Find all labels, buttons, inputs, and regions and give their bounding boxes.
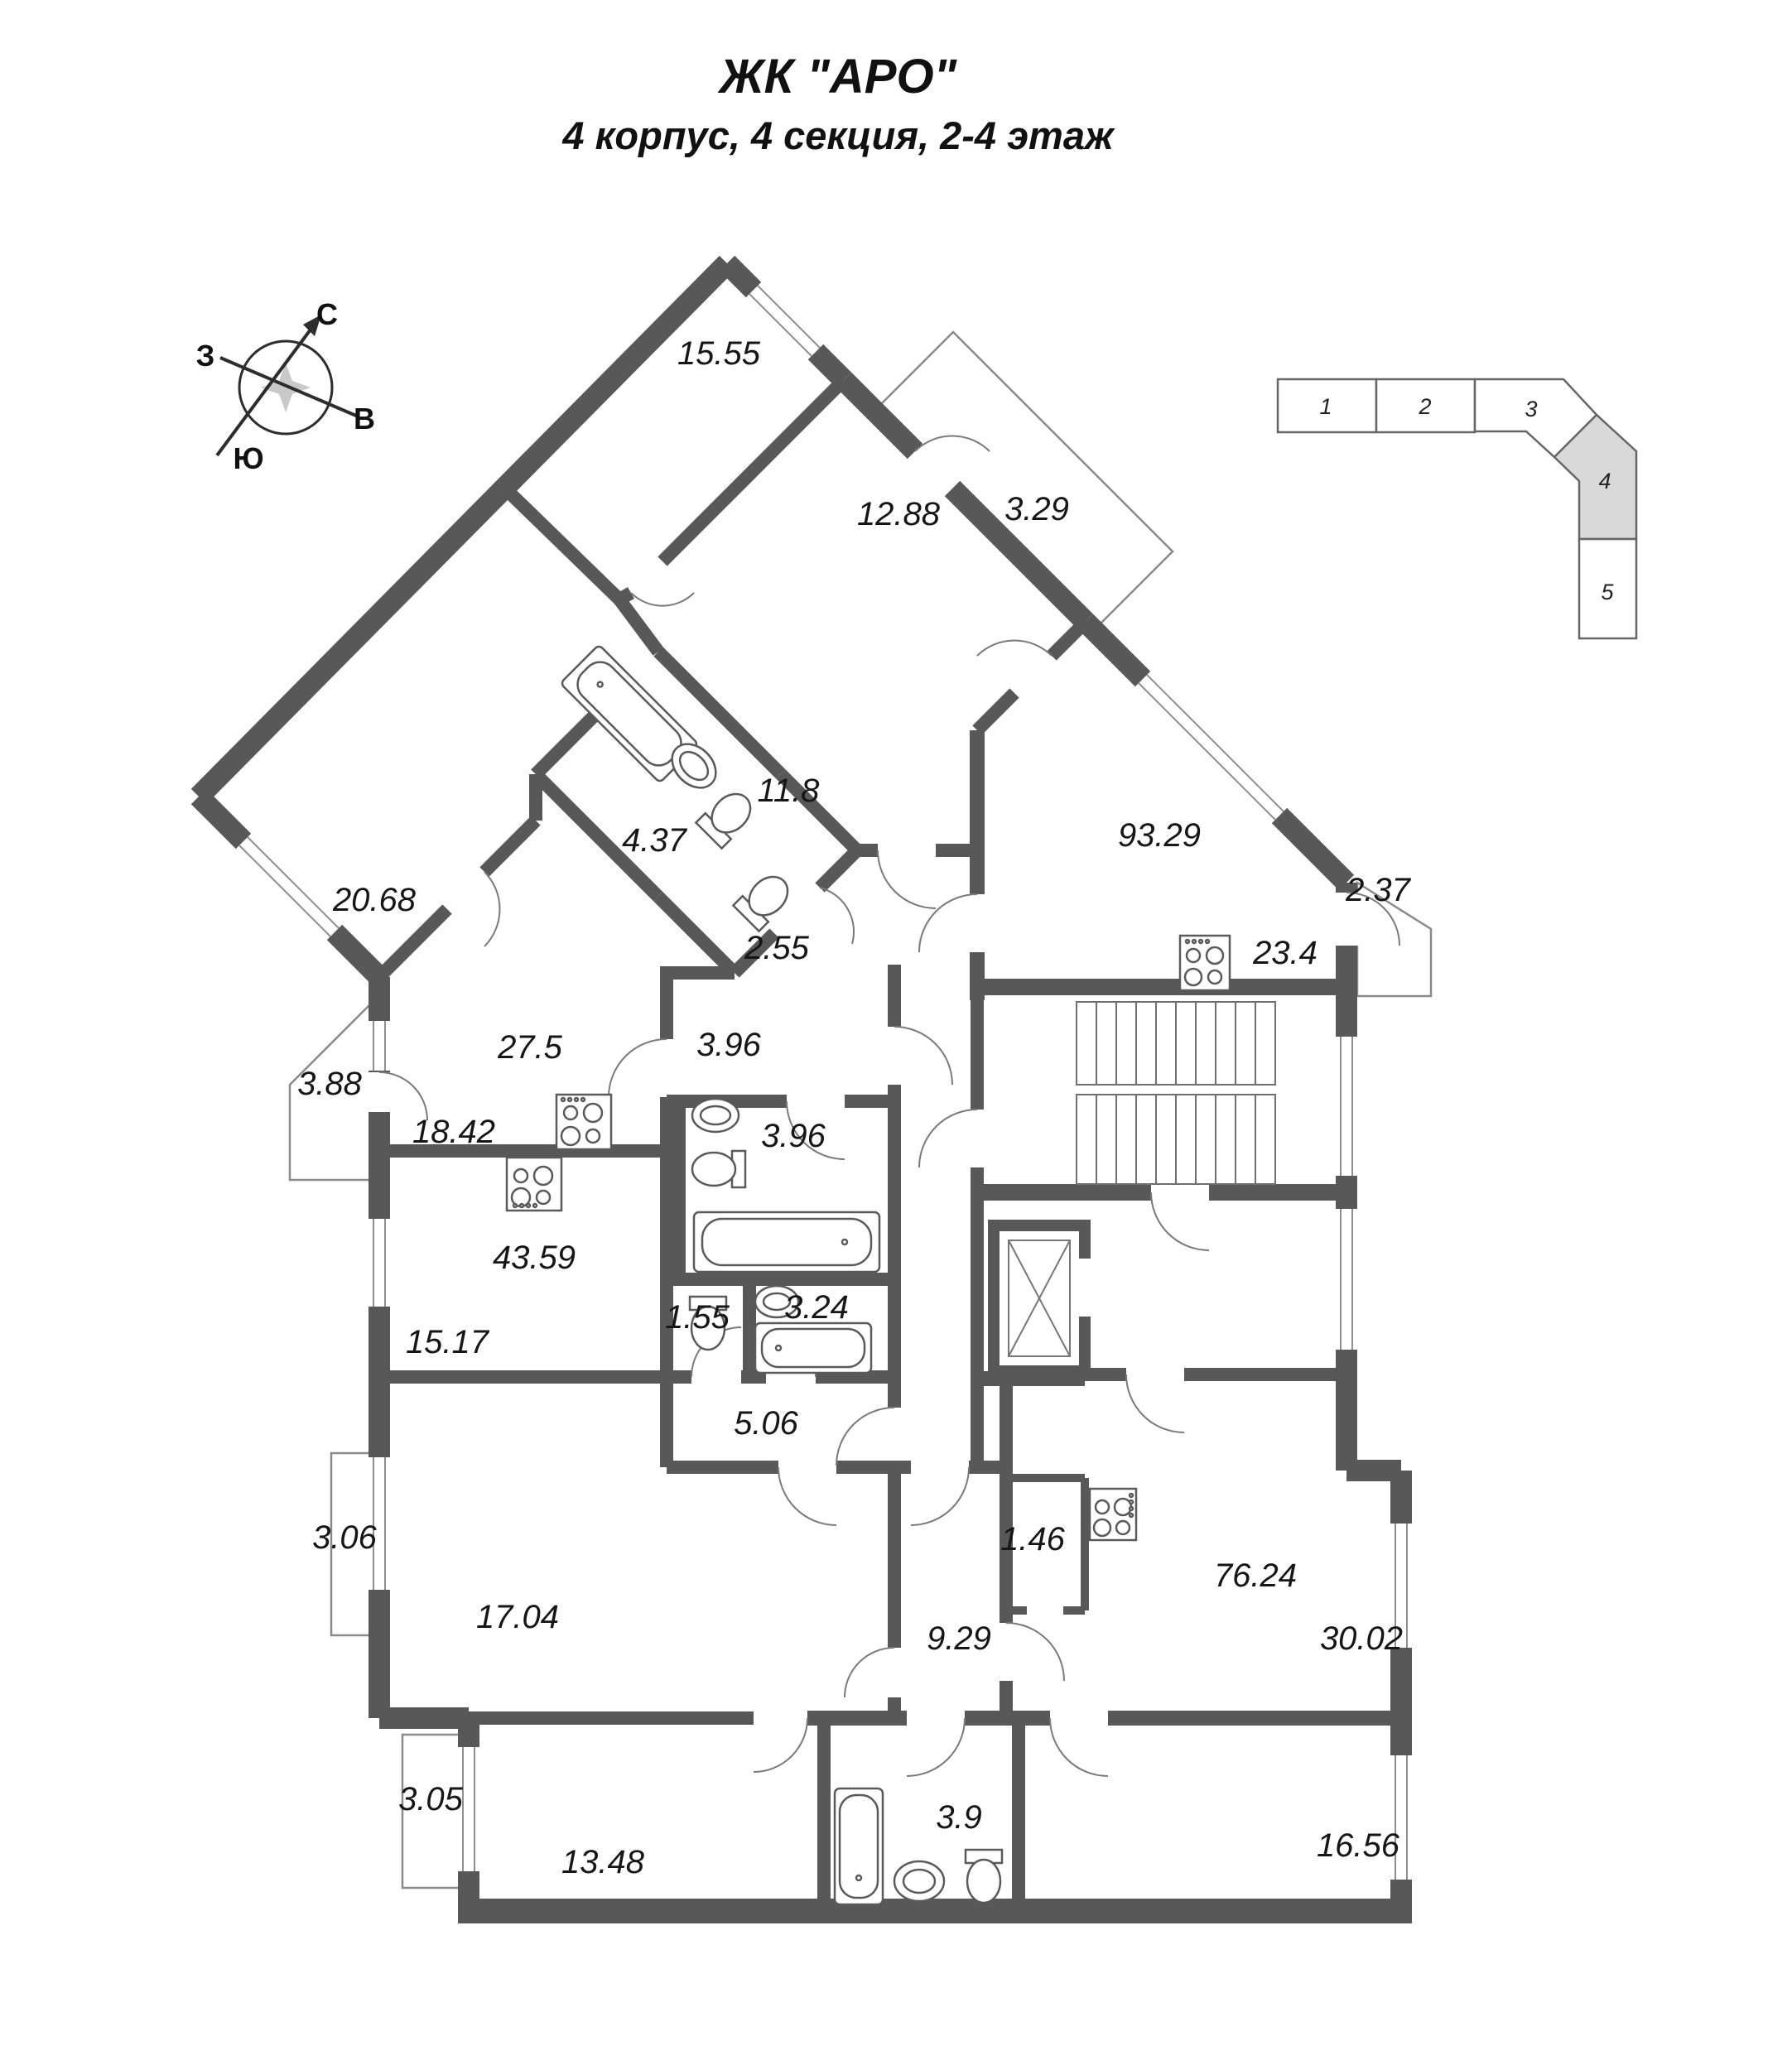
room-area-label: 3.88 xyxy=(297,1066,363,1102)
section-1-label: 1 xyxy=(1319,394,1332,419)
room-area-label: 3.05 xyxy=(398,1781,464,1817)
balcony-3-05 xyxy=(401,1733,464,1889)
compass-south-label: Ю xyxy=(233,441,263,475)
sink-icon xyxy=(671,743,717,789)
compass-south-north-line xyxy=(215,325,315,457)
sink-icon xyxy=(893,1860,946,1903)
room-area-label: 20.68 xyxy=(332,882,417,918)
room-area-label: 43.59 xyxy=(493,1240,576,1276)
complex-name: ЖК "АРО" xyxy=(717,50,958,104)
stove-icon xyxy=(1088,1487,1138,1542)
building-section-floor: 4 корпус, 4 секция, 2-4 этаж xyxy=(561,113,1115,157)
room-area-label: 12.88 xyxy=(857,496,941,532)
balcony-3-88 xyxy=(288,999,375,1182)
bathtub-icon xyxy=(561,645,698,782)
room-area-label: 3.96 xyxy=(696,1027,762,1063)
section-2-label: 2 xyxy=(1418,394,1431,419)
room-area-label: 2.55 xyxy=(744,930,810,966)
toilet-icon xyxy=(694,792,752,850)
room-area-label: 15.17 xyxy=(406,1324,490,1360)
compass-star-icon xyxy=(261,363,311,412)
compass-west-east-line xyxy=(219,356,357,417)
compass-circle xyxy=(238,339,334,436)
room-area-label: 17.04 xyxy=(476,1599,559,1635)
section-key-cell-5 xyxy=(1578,537,1638,640)
room-area-label: 30.02 xyxy=(1320,1620,1403,1657)
room-area-label: 23.4 xyxy=(1252,935,1318,971)
bathtub-icon xyxy=(754,1321,873,1374)
stove-icon xyxy=(555,1093,613,1151)
section-3-label: 3 xyxy=(1525,397,1537,421)
room-area-label: 1.46 xyxy=(1000,1521,1066,1557)
room-area-label: 27.5 xyxy=(497,1029,563,1066)
door-arcs xyxy=(378,435,1400,1777)
compass-north-arrowhead-icon xyxy=(303,315,321,336)
sink-icon xyxy=(754,1284,800,1319)
interior-walls xyxy=(374,375,1401,1911)
sink-icon xyxy=(691,1097,740,1134)
windows xyxy=(234,281,1414,1880)
compass-east-label: В xyxy=(354,402,375,436)
room-area-label: 15.55 xyxy=(677,335,761,372)
bathtub-icon xyxy=(833,1787,884,1906)
room-area-label: 76.24 xyxy=(1214,1557,1297,1594)
room-area-label: 13.48 xyxy=(561,1844,645,1880)
room-area-label: 3.06 xyxy=(312,1519,378,1556)
room-area-label: 9.29 xyxy=(927,1620,991,1657)
room-area-label: 3.9 xyxy=(936,1799,982,1836)
page-title: ЖК "АРО" 4 корпус, 4 секция, 2-4 этаж xyxy=(561,50,1115,157)
balcony-3-29 xyxy=(873,330,1174,632)
section-4-label: 4 xyxy=(1598,469,1611,493)
compass-west-label: З xyxy=(196,339,215,373)
section-key: 1 2 3 4 5 xyxy=(1276,378,1638,640)
room-area-label: 3.29 xyxy=(1004,491,1069,527)
room-area-label: 2.37 xyxy=(1345,872,1412,908)
toilet-icon xyxy=(688,1295,728,1351)
room-area-label: 1.55 xyxy=(665,1299,730,1336)
stove-icon xyxy=(1178,934,1231,992)
room-area-label: 11.8 xyxy=(758,773,821,809)
room-area-label: 4.37 xyxy=(622,822,688,859)
toilet-icon xyxy=(964,1848,1004,1904)
compass-rose: С З В Ю xyxy=(196,297,375,475)
section-key-cell-1 xyxy=(1276,378,1378,434)
bathtub-icon xyxy=(692,1211,881,1273)
stove-icon xyxy=(505,1156,563,1212)
room-area-label: 5.06 xyxy=(734,1405,799,1442)
room-area-labels: 15.55 12.88 3.29 20.68 11.8 4.37 2.55 93.29 2.37… xyxy=(297,335,1412,1880)
compass-north-label: С xyxy=(316,297,338,331)
room-area-label: 16.56 xyxy=(1317,1827,1400,1864)
toilet-icon xyxy=(691,1149,747,1189)
room-area-label: 18.42 xyxy=(412,1114,495,1150)
kitchen-niche-1-46 xyxy=(1006,1474,1089,1615)
balconies xyxy=(288,330,1433,1889)
elevator-shaft xyxy=(988,1220,1091,1377)
balcony-3-06 xyxy=(330,1451,374,1637)
room-area-label: 93.29 xyxy=(1118,817,1201,854)
staircase xyxy=(1076,1001,1276,1185)
room-area-label: 3.96 xyxy=(761,1118,826,1154)
toilet-icon xyxy=(731,875,789,933)
room-area-label: 3.24 xyxy=(784,1289,849,1326)
section-5-label: 5 xyxy=(1601,580,1614,604)
